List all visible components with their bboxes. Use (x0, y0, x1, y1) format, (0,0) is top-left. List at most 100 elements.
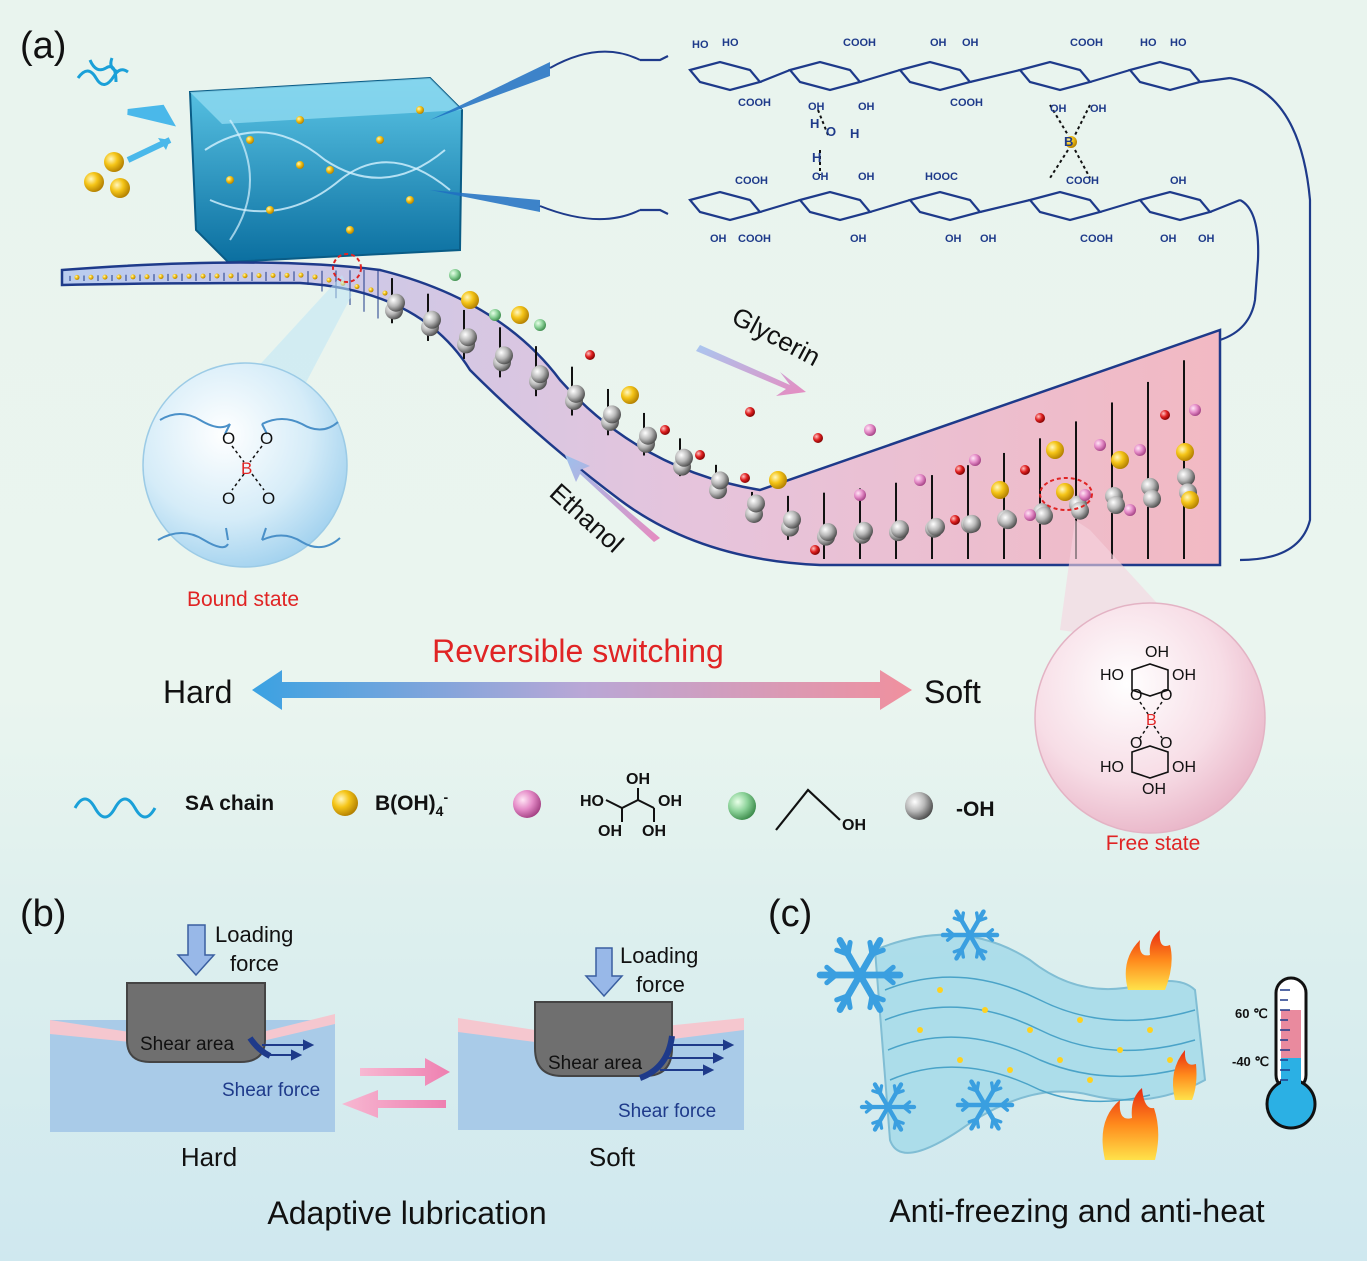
chem-label: O (1160, 687, 1172, 704)
chem-label: O (826, 124, 836, 139)
panel-c-label: (c) (768, 893, 812, 935)
chem-label: OH (1160, 233, 1177, 245)
ethanol-structure (775, 788, 841, 831)
bound-o2: O (260, 429, 273, 448)
chem-label: OH (808, 101, 825, 113)
glycerin-label: Glycerin (727, 301, 825, 372)
bound-o4: O (262, 489, 275, 508)
chem-label: COOH (1070, 37, 1103, 49)
chem-label: OH (1172, 759, 1196, 776)
chem-label: OH (1172, 667, 1196, 684)
chem-label: COOH (735, 175, 768, 187)
svg-text:OH: OH (626, 771, 650, 788)
bound-state-label: Bound state (187, 588, 299, 611)
temp-high-label: 60 ℃ (1235, 1006, 1268, 1021)
chem-label: HO (1170, 37, 1187, 49)
chem-label: COOH (738, 233, 771, 245)
soft-shear-force-label: Shear force (618, 1101, 716, 1122)
snowflake-icon (816, 937, 904, 1013)
chem-label: OH (858, 171, 875, 183)
chem-label: HO (1140, 37, 1157, 49)
chem-label: O (1160, 735, 1172, 752)
legend-borate: B(OH)4- (375, 789, 448, 819)
legend-sa-chain: SA chain (185, 792, 274, 815)
hard-loading-label: Loading (215, 922, 293, 947)
svg-text:OH: OH (598, 823, 622, 840)
chem-label: OH (1050, 103, 1067, 115)
svg-text:OH: OH (658, 793, 682, 810)
chem-label: OH (1170, 175, 1187, 187)
svg-text:HO: HO (580, 793, 604, 810)
chem-label: COOH (843, 37, 876, 49)
free-state-bubble (1034, 602, 1266, 834)
chem-label: COOH (1066, 175, 1099, 187)
chem-label: COOH (950, 97, 983, 109)
bound-o3: O (222, 489, 235, 508)
chem-label: OH (945, 233, 962, 245)
chem-label: HOOC (925, 171, 958, 183)
soft-force-label: force (636, 972, 685, 997)
chem-label: HO (1100, 667, 1124, 684)
chem-label: OH (1090, 103, 1107, 115)
temp-low-label: -40 ℃ (1232, 1054, 1269, 1069)
reversible-switching-label: Reversible switching (432, 633, 724, 669)
chem-label: OH (1145, 644, 1169, 661)
chem-label: B (1146, 712, 1157, 729)
chem-label: O (1130, 687, 1142, 704)
bound-b: B (241, 459, 252, 478)
loading-arrow-icon (584, 947, 624, 998)
anti-freezing-title: Anti-freezing and anti-heat (889, 1193, 1264, 1229)
soft-caption: Soft (589, 1142, 636, 1172)
input-arrow-1 (127, 104, 177, 127)
glycerin-arrow (696, 345, 806, 396)
loading-arrow-icon (176, 924, 216, 977)
borate-icon (332, 790, 358, 816)
chem-label: COOH (738, 97, 771, 109)
panel-b-label: (b) (20, 893, 66, 935)
chem-label: COOH (1080, 233, 1113, 245)
free-highlight (1039, 477, 1093, 511)
chem-label: OH (980, 233, 997, 245)
hydrogel-band (60, 261, 1222, 567)
bound-o1: O (222, 429, 235, 448)
snowflake-icon (940, 909, 1000, 961)
chem-label: OH (1142, 781, 1166, 798)
switch-arrow-right (360, 1058, 450, 1086)
bound-highlight (332, 253, 362, 283)
thermometer-icon (1265, 976, 1317, 1130)
legend: SA chain B(OH)4- OH HO OH OH OH OH -OH (73, 771, 995, 840)
panel-a-label: (a) (20, 25, 66, 67)
molecule-icon (76, 57, 129, 86)
soft-loading-label: Loading (620, 943, 698, 968)
snowflake-icon (859, 1082, 917, 1132)
switching-arrow (252, 670, 912, 710)
hydrogel-block (188, 76, 464, 264)
bound-state-bubble (142, 362, 348, 568)
chem-label: HO (692, 39, 709, 51)
fire-icons (1102, 930, 1197, 1160)
svg-text:OH: OH (642, 823, 666, 840)
chem-label: H (810, 116, 819, 131)
soft-label: Soft (924, 674, 981, 710)
hydrogel-film (873, 933, 1207, 1154)
sa-structure-top (640, 55, 1312, 562)
svg-text:OH: OH (842, 817, 866, 834)
switch-arrow-left (342, 1090, 446, 1118)
chem-label: HO (1100, 759, 1124, 776)
hard-label: Hard (163, 674, 232, 710)
fire-icon (1125, 930, 1172, 990)
snowflake-icon (955, 1079, 1015, 1131)
chem-label: O (1130, 735, 1142, 752)
hard-force-label: force (230, 951, 279, 976)
chem-label: OH (850, 233, 867, 245)
chem-label: HO (722, 37, 739, 49)
ethanol-icon (728, 792, 756, 820)
chem-label: OH (858, 101, 875, 113)
chem-label: B (1064, 134, 1073, 149)
chem-label: OH (930, 37, 947, 49)
ethanol-arrow (565, 455, 660, 542)
hard-caption: Hard (181, 1142, 237, 1172)
hard-shear-force-label: Shear force (222, 1080, 320, 1101)
hydroxyl-icon (905, 792, 933, 820)
